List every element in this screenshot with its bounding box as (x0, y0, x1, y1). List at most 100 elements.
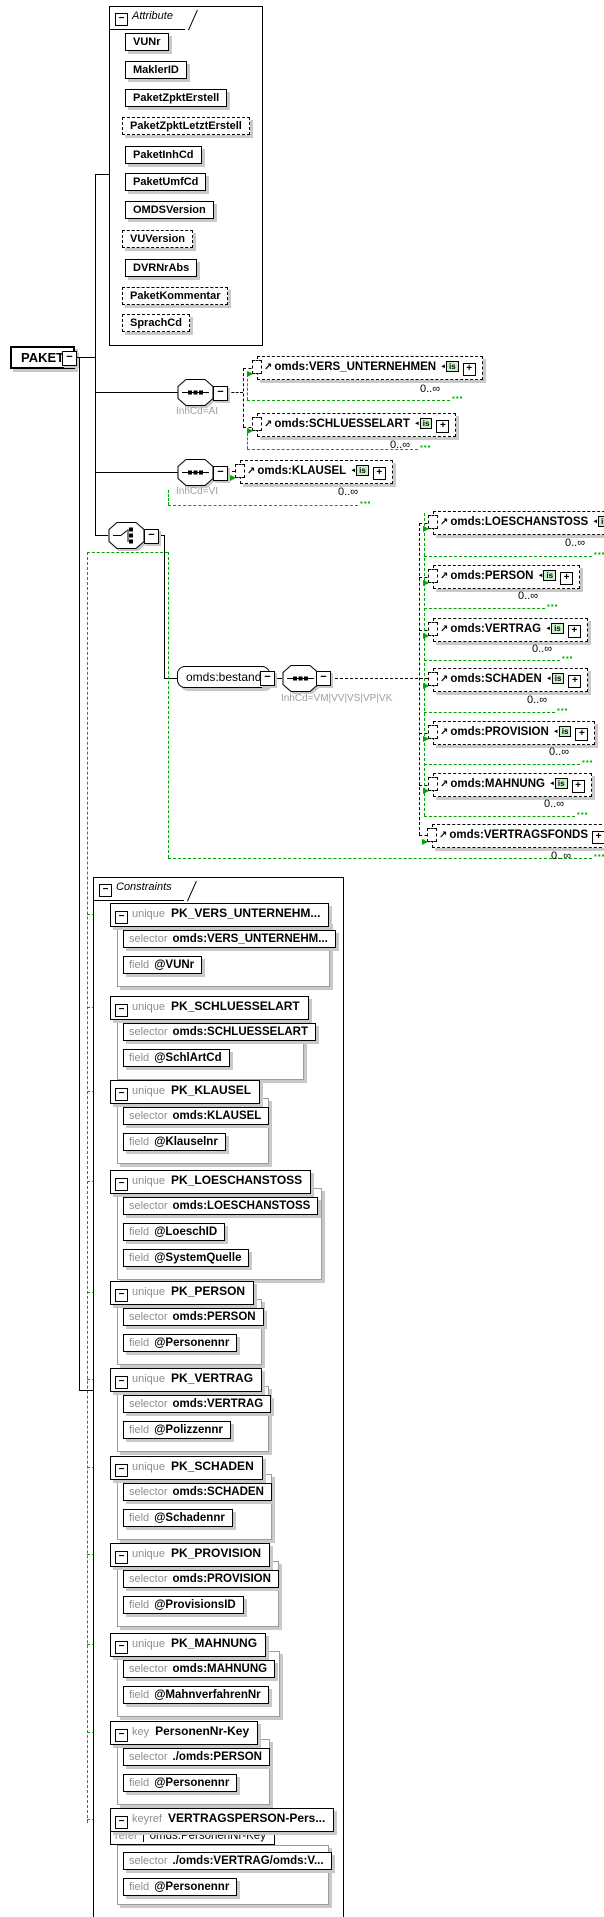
element-omds-vertragsfonds[interactable]: ↗omds:VERTRAGSFONDS+ (427, 824, 604, 848)
collapse-icon[interactable]: − (115, 1464, 128, 1477)
constraint-field[interactable]: field@Polizzennr (123, 1421, 231, 1439)
connector-dashed (330, 678, 433, 679)
element-omds-klausel[interactable]: ↗omds:KLAUSEL◄is+ (235, 460, 393, 484)
collapse-icon[interactable]: − (115, 1376, 128, 1389)
element-omds-person[interactable]: ↗omds:PERSON◄is+ (428, 565, 581, 589)
expand-icon[interactable]: + (592, 831, 604, 844)
element-omds-schaden[interactable]: ↗omds:SCHADEN◄is+ (428, 668, 589, 692)
collapse-icon[interactable]: − (115, 1289, 128, 1302)
constraint-field[interactable]: field@Personennr (123, 1334, 238, 1352)
notch (427, 828, 437, 842)
occurrence-label: 0..∞ (565, 537, 586, 549)
optional-line (247, 433, 248, 449)
attr-paketzpktletzterstell[interactable]: PaketZpktLetztErstell (122, 117, 250, 135)
collapse-icon[interactable]: − (115, 1816, 128, 1829)
attr-vuversion[interactable]: VUVersion (122, 230, 194, 248)
constraint-selector[interactable]: selector./omds:PERSON (123, 1748, 270, 1766)
element-omds-loeschanstoss[interactable]: ↗omds:LOESCHANSTOSS◄is+ (428, 511, 604, 535)
collapse-handle[interactable]: − (213, 466, 228, 481)
expand-icon[interactable]: + (560, 572, 574, 585)
expand-icon[interactable]: + (436, 420, 450, 433)
collapse-icon[interactable]: − (115, 1178, 128, 1191)
attr-paketzpkterstell[interactable]: PaketZpktErstell (125, 89, 228, 107)
substitution-badge: is (598, 516, 604, 527)
occurrence-label: 0..∞ (532, 643, 553, 655)
attr-maklerid[interactable]: MaklerID (125, 61, 187, 79)
collapse-icon[interactable]: − (115, 1641, 128, 1654)
constraint-selector[interactable]: selector./omds:VERTRAG/omds:V... (123, 1852, 332, 1870)
attribute-group-tab: −Attribute (110, 7, 185, 30)
attr-paketumfcd[interactable]: PaketUmfCd (125, 173, 207, 191)
collapse-icon[interactable]: − (115, 911, 128, 924)
occurrence-label: 0..∞ (338, 486, 359, 498)
collapse-handle[interactable]: − (260, 671, 275, 686)
attr-sprachcd[interactable]: SprachCd (122, 314, 190, 332)
collapse-icon[interactable]: − (99, 884, 112, 897)
expand-icon[interactable]: + (571, 780, 585, 793)
expand-icon[interactable]: + (568, 675, 582, 688)
constraint-field[interactable]: field@MahnverfahrenNr (123, 1686, 269, 1704)
substitution-arrow-icon: ◄ (537, 573, 544, 579)
reference-green-arrow-icon: ▶ (247, 369, 254, 378)
collapse-handle[interactable]: − (144, 529, 159, 544)
constraint-field[interactable]: field@ProvisionsID (123, 1596, 244, 1614)
choice-icon[interactable] (108, 522, 145, 552)
element-omds-vers-unternehmen[interactable]: ↗omds:VERS_UNTERNEHMEN◄is+ (252, 356, 483, 380)
constraint-field[interactable]: field@Personennr (123, 1878, 238, 1896)
constraint-field[interactable]: field@Klauselnr (123, 1133, 226, 1151)
collapse-icon[interactable]: − (115, 13, 128, 26)
constraint-field[interactable]: field@SystemQuelle (123, 1249, 250, 1267)
attr-omdsversion[interactable]: OMDSVersion (125, 201, 214, 219)
constraint-field[interactable]: field@VUNr (123, 956, 203, 974)
attr-dvrnrabs[interactable]: DVRNrAbs (125, 259, 198, 277)
element-omds-vertrag[interactable]: ↗omds:VERTRAG◄is+ (428, 618, 588, 642)
element-omds-provision[interactable]: ↗omds:PROVISION◄is+ (428, 721, 596, 745)
expand-icon[interactable]: + (372, 467, 386, 480)
element-omds-mahnung[interactable]: ↗omds:MAHNUNG◄is+ (428, 773, 592, 797)
continuation-dots-icon: ▪▪▪ (557, 705, 569, 714)
constraint-field[interactable]: field@Schadennr (123, 1509, 233, 1527)
collapse-icon[interactable]: − (115, 1004, 128, 1017)
element-omds-bestand[interactable]: omds:bestand (177, 666, 271, 688)
connector-dashed (419, 523, 420, 835)
collapse-handle[interactable]: − (316, 671, 331, 686)
sequence-icon[interactable] (177, 459, 214, 489)
attr-paketinhcd[interactable]: PaketInhCd (125, 146, 202, 164)
attr-vunr[interactable]: VUNr (125, 33, 169, 51)
constraint-field[interactable]: field@LoeschID (123, 1223, 226, 1241)
collapse-icon[interactable]: − (115, 1551, 128, 1564)
sequence-icon[interactable] (177, 379, 214, 409)
expand-icon[interactable]: + (575, 728, 589, 741)
attr-paketkommentar[interactable]: PaketKommentar (122, 287, 229, 305)
collapse-handle-paket[interactable]: − (62, 351, 77, 366)
constraint-field[interactable]: field@Personennr (123, 1774, 238, 1792)
element-omds-schluesselart[interactable]: ↗omds:SCHLUESSELART◄is+ (252, 413, 457, 437)
expand-icon[interactable]: + (567, 625, 581, 638)
collapse-icon[interactable]: − (115, 1088, 128, 1101)
collapse-icon[interactable]: − (115, 1729, 128, 1742)
sequence-icon[interactable] (282, 665, 319, 695)
collapse-handle[interactable]: − (213, 386, 228, 401)
expand-icon[interactable]: + (462, 363, 476, 376)
constraint-field[interactable]: field@SchlArtCd (123, 1049, 230, 1067)
